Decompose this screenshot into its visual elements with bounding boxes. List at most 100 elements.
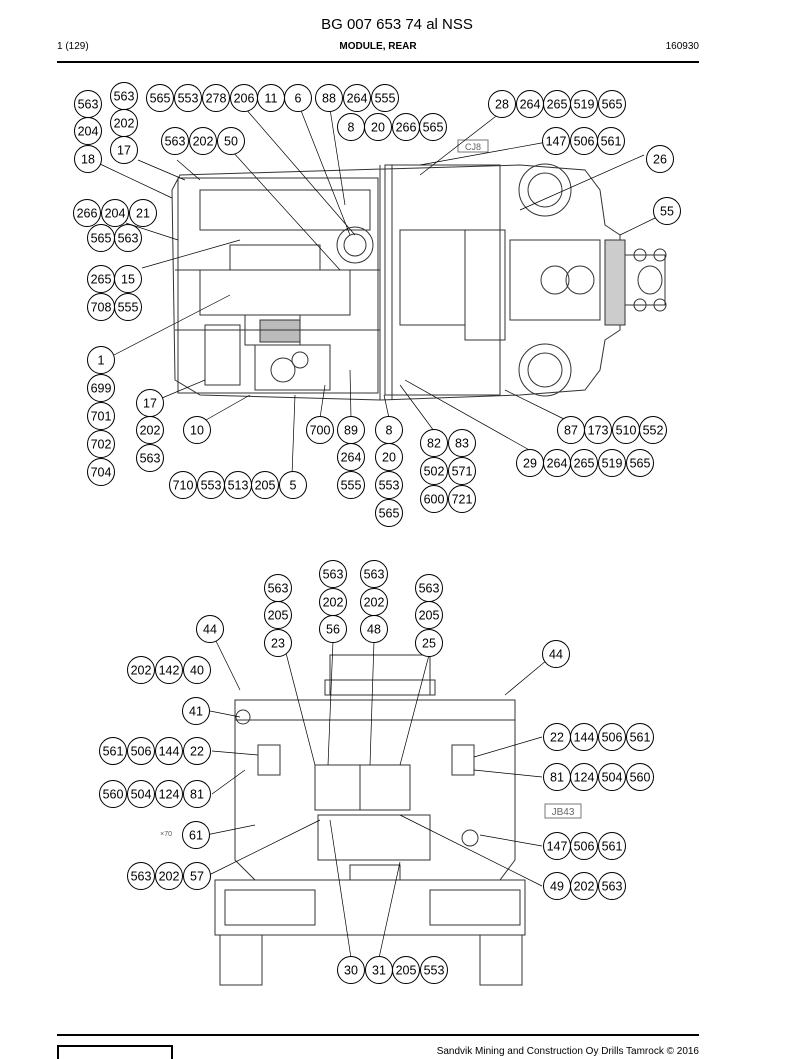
part-callout: 31	[365, 956, 393, 984]
callout-circle	[542, 127, 570, 155]
part-callout: 20	[375, 443, 403, 471]
callout-number: 565	[91, 232, 112, 246]
callout-circle	[183, 656, 211, 684]
callout-number: 561	[103, 745, 124, 759]
callout-number: 563	[602, 880, 623, 894]
callout-number: 55	[660, 205, 674, 219]
leader-line	[327, 640, 334, 766]
callout-number: 28	[495, 98, 509, 112]
small-mark: ×70	[160, 831, 172, 838]
part-callout: 710	[169, 471, 197, 499]
callout-number: 17	[143, 397, 157, 411]
callout-number: 202	[323, 596, 344, 610]
callout-circle	[419, 113, 447, 141]
callout-circle	[279, 471, 307, 499]
part-callout: 30	[337, 956, 365, 984]
callout-number: 510	[616, 424, 637, 438]
leader-line	[161, 379, 206, 399]
leader-line	[209, 710, 241, 718]
callout-number: 561	[630, 731, 651, 745]
callout-circle	[74, 117, 102, 145]
callout-number: 571	[452, 465, 473, 479]
callout-number: 519	[602, 457, 623, 471]
page-number: 1 (129)	[57, 41, 89, 52]
part-callout: 704	[87, 458, 115, 486]
callout-number: 202	[114, 117, 135, 131]
callout-circle	[371, 84, 399, 112]
callout-number: 563	[118, 232, 139, 246]
callout-number: 519	[574, 98, 595, 112]
callout-number: 704	[91, 466, 112, 480]
callout-circle	[598, 832, 626, 860]
callout-number: 565	[379, 507, 400, 521]
part-callout: 88	[315, 84, 343, 112]
callout-number: 563	[364, 568, 385, 582]
callout-circle	[217, 127, 245, 155]
leader-line	[504, 389, 567, 421]
leader-line	[231, 150, 341, 271]
callout-circle	[570, 872, 598, 900]
top-view	[171, 163, 667, 401]
part-callout: 264	[343, 84, 371, 112]
part-callout: 6	[284, 84, 312, 112]
part-callout: 560	[626, 763, 654, 791]
part-callout: 61	[182, 821, 210, 849]
callout-number: 205	[255, 479, 276, 493]
leader-line	[399, 384, 435, 432]
document-date: 160930	[665, 41, 699, 52]
part-callout: 565	[375, 499, 403, 527]
callout-number: 563	[419, 582, 440, 596]
part-callout: 553	[375, 471, 403, 499]
callout-number: 202	[364, 596, 385, 610]
callout-number: 48	[367, 623, 381, 637]
part-callout: 50	[217, 127, 245, 155]
callout-number: 87	[564, 424, 578, 438]
part-callout: 513	[224, 471, 252, 499]
leader-line	[205, 394, 251, 421]
callout-number: 506	[574, 135, 595, 149]
callout-number: 173	[588, 424, 609, 438]
part-callout: 48	[360, 615, 388, 643]
part-callout: 555	[371, 84, 399, 112]
part-callout: 264	[337, 443, 365, 471]
part-callout: 206	[230, 84, 258, 112]
part-callout: 265	[87, 265, 115, 293]
part-callout: 10	[183, 416, 211, 444]
part-callout: 81	[543, 763, 571, 791]
callout-circle	[570, 90, 598, 118]
leader-line	[299, 107, 351, 236]
part-callout: 278	[202, 84, 230, 112]
callout-circle	[584, 416, 612, 444]
document-code: BG 007 653 74 al NSS	[321, 16, 473, 33]
part-callout: 563	[74, 90, 102, 118]
callout-number: 26	[653, 153, 667, 167]
callout-number: 49	[550, 880, 564, 894]
part-callout: 204	[74, 117, 102, 145]
leader-line	[215, 640, 241, 691]
callout-circle	[448, 429, 476, 457]
callout-circle	[174, 84, 202, 112]
part-callout: 555	[337, 471, 365, 499]
leader-line	[404, 379, 541, 457]
part-callout: 20	[364, 113, 392, 141]
part-callout: 565	[87, 224, 115, 252]
callout-circle	[99, 780, 127, 808]
part-callout: 264	[516, 90, 544, 118]
part-callout: 15	[114, 265, 142, 293]
callout-circle	[114, 293, 142, 321]
callout-circle	[448, 457, 476, 485]
callout-number: 56	[326, 623, 340, 637]
callout-number: 10	[190, 424, 204, 438]
leader-line	[329, 819, 352, 959]
callout-number: 202	[140, 424, 161, 438]
callout-circle	[183, 862, 211, 890]
leader-line	[206, 819, 321, 877]
part-callout: 265	[543, 90, 571, 118]
callout-number: 25	[422, 637, 436, 651]
part-callout: 563	[264, 574, 292, 602]
leader-line	[176, 159, 201, 181]
callout-number: 266	[396, 121, 417, 135]
part-callout: 264	[543, 449, 571, 477]
callout-circle	[87, 430, 115, 458]
part-callout: 41	[182, 697, 210, 725]
